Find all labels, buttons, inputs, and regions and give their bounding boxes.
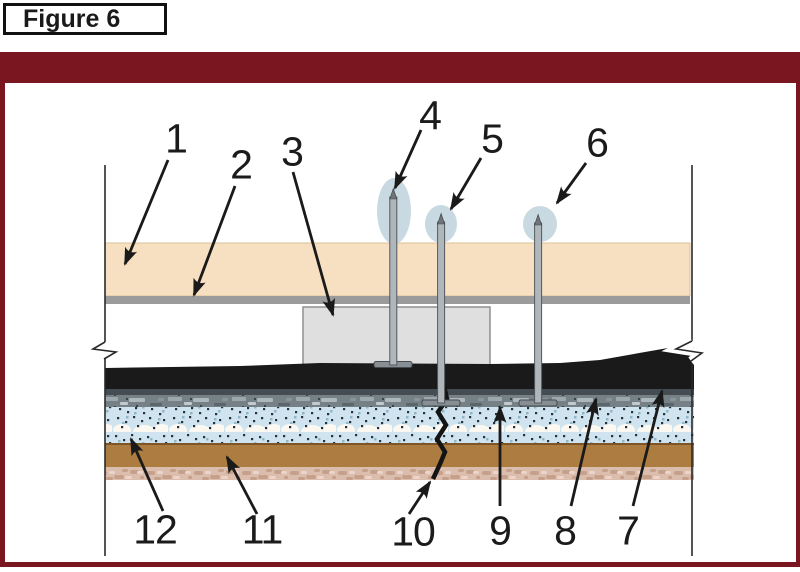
callout-11: 11 (241, 506, 284, 553)
separator-sheet-layer (105, 296, 690, 304)
deck-top-edge (105, 443, 694, 445)
right-break-symbol (673, 340, 705, 362)
callout-1-arrow (123, 159, 170, 266)
deck-layer (105, 443, 694, 467)
callout-7: 7 (617, 507, 640, 554)
section-edges (90, 165, 714, 556)
callout-2-arrow (192, 185, 237, 297)
bottom-band-layer (105, 467, 694, 480)
fastener-6 (518, 213, 558, 407)
callout-7-arrow (631, 389, 665, 507)
callout-2: 2 (230, 141, 253, 188)
callout-11-arrow (225, 455, 259, 515)
callout-6-arrow (555, 162, 588, 205)
callout-1: 1 (165, 115, 188, 162)
callout-12-arrow (129, 437, 165, 512)
callout-6: 6 (586, 119, 609, 166)
slate-band-layer (105, 395, 694, 407)
callout-12: 12 (133, 506, 178, 553)
callout-4-arrow (393, 129, 423, 190)
callout-4: 4 (419, 92, 442, 139)
fastener-6-tip (534, 213, 543, 226)
fastener-6-shaft (534, 222, 543, 404)
fastener-5-shaft (437, 221, 446, 404)
callout-3-arrow (291, 171, 335, 317)
callout-9: 9 (489, 507, 512, 554)
figure-title: Figure 6 (23, 4, 121, 33)
callout-10-arrow (407, 480, 432, 515)
fastener-4 (373, 187, 413, 368)
fastener-4-shaft (389, 196, 398, 366)
callout-5: 5 (481, 115, 504, 162)
fastener-4-tip (389, 187, 398, 200)
dark-coating-layer (105, 389, 694, 395)
callout-3: 3 (281, 128, 304, 175)
fastener-5-tip (437, 212, 446, 225)
insulating-concrete-layer (105, 407, 694, 443)
left-break-symbol (90, 341, 119, 360)
fasteners (373, 187, 558, 407)
callout-8-arrow (569, 397, 599, 507)
fastener-halos (377, 178, 557, 244)
callout-arrows (123, 129, 665, 515)
figure-title-box: Figure 6 (3, 3, 167, 35)
callout-8: 8 (554, 507, 577, 554)
callout-10: 10 (391, 508, 436, 555)
top-board-layer (104, 242, 691, 297)
fastener-5 (421, 212, 461, 407)
callout-5-arrow (449, 157, 483, 211)
